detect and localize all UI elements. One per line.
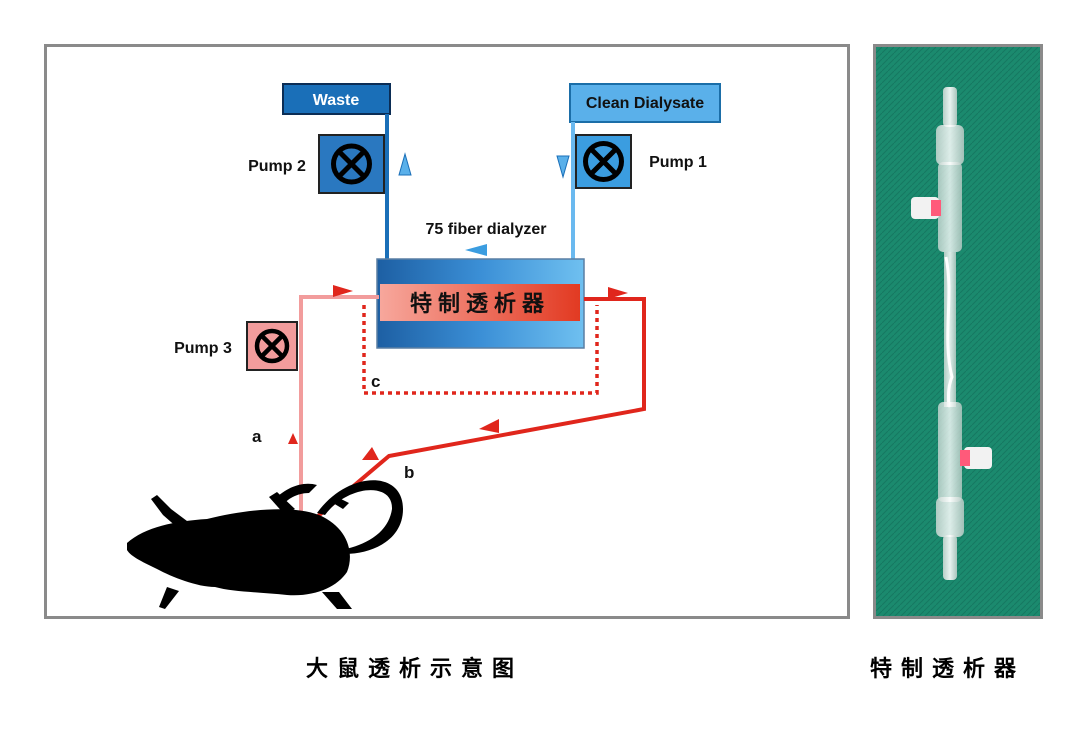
flow-arrow-icon xyxy=(362,447,379,460)
schematic-panel: Waste Clean Dialysate Pump 2 Pump 1 xyxy=(44,44,850,619)
waste-reservoir: Waste xyxy=(282,83,391,115)
pump-3-label: Pump 3 xyxy=(174,340,232,357)
flow-arrow-icon xyxy=(398,152,412,176)
line-c-label: c xyxy=(371,372,380,391)
photo-caption: 特制透析器 xyxy=(870,657,1026,682)
schematic-caption: 大鼠透析示意图 xyxy=(306,657,524,682)
bypass-line-c xyxy=(362,305,599,395)
waste-label: Waste xyxy=(313,92,360,109)
flow-arrow-icon xyxy=(479,419,499,433)
dialyzer-photo-panel xyxy=(873,44,1043,619)
dialyzer-inner-label: 特制透析器 xyxy=(410,291,550,317)
pump-1: Pump 1 xyxy=(575,134,707,189)
arterial-line-a xyxy=(299,295,379,524)
flow-arrow-icon xyxy=(608,287,628,299)
dialyzer-caption: 75 fiber dialyzer xyxy=(426,221,547,238)
dialyzer-photo xyxy=(876,47,1040,616)
line-a-label: a xyxy=(252,427,262,446)
dialyzer: 特制透析器 xyxy=(376,258,585,349)
rat-silhouette xyxy=(127,480,403,609)
venous-line-b xyxy=(315,297,646,519)
flow-arrow-icon xyxy=(333,285,353,297)
pump-3: Pump 3 xyxy=(174,321,298,371)
pump-2: Pump 2 xyxy=(248,134,385,194)
pump-1-label: Pump 1 xyxy=(649,154,707,171)
dialysis-schematic: Waste Clean Dialysate Pump 2 Pump 1 xyxy=(127,83,721,609)
pump-2-label: Pump 2 xyxy=(248,158,306,175)
flow-arrow-icon xyxy=(556,155,570,179)
clean-dialysate-reservoir: Clean Dialysate xyxy=(569,83,721,123)
clean-dialysate-label: Clean Dialysate xyxy=(586,95,704,112)
line-b-label: b xyxy=(404,463,414,482)
flow-arrow-icon xyxy=(465,244,487,256)
flow-arrow-icon xyxy=(288,433,298,444)
